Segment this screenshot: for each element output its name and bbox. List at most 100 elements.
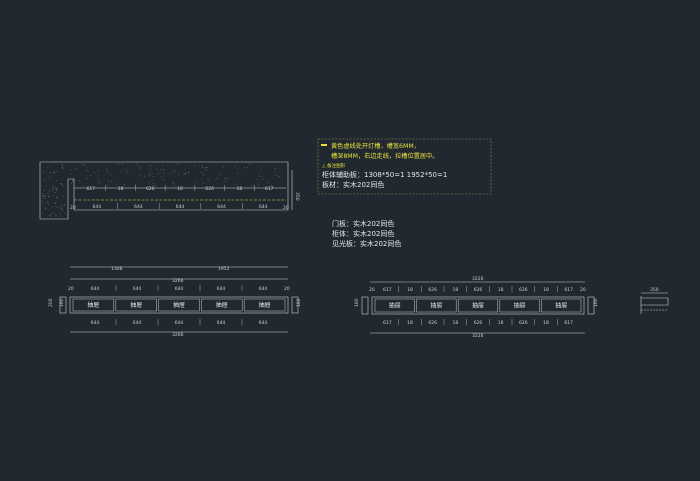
front-left-drawer-label-2: 抽屉 — [173, 301, 185, 309]
speckle — [184, 173, 186, 175]
speckle — [47, 193, 49, 194]
speckle — [234, 166, 236, 168]
speckle — [52, 206, 53, 208]
speckle — [249, 164, 251, 165]
speckle — [148, 174, 150, 176]
speckle — [62, 208, 63, 210]
speckle — [52, 190, 54, 192]
speckle — [125, 172, 127, 174]
top-view-bottom-dim-3: 644 — [217, 204, 226, 210]
speckle — [81, 163, 83, 165]
speckle — [206, 167, 208, 169]
front-left-drawer-1 — [115, 298, 157, 312]
speckle — [83, 185, 84, 187]
speckle — [120, 171, 122, 173]
speckle — [50, 172, 51, 173]
speckle — [196, 181, 198, 183]
speckle — [98, 179, 100, 181]
note-small-label: △ 备注图形 — [322, 162, 346, 169]
speckle — [99, 183, 101, 184]
speckle — [47, 167, 49, 168]
speckle — [86, 178, 88, 179]
speckle — [262, 178, 264, 180]
speckle — [70, 183, 72, 185]
speckle — [53, 172, 54, 174]
speckle — [259, 176, 261, 177]
top-view-top-dim-4: 626 — [205, 186, 214, 192]
speckle — [55, 215, 57, 217]
front-right-left-bracket — [361, 296, 369, 315]
speckle — [56, 197, 58, 198]
material-cabinet: 柜体：实木202同色 — [332, 229, 394, 238]
front-right-outline — [371, 296, 585, 315]
speckle — [222, 166, 224, 168]
front-left-drawer-label-3: 抽屉 — [216, 301, 228, 309]
front-right-upper-dim-7: 18 — [543, 287, 549, 293]
front-right-upper-dim-6: 626 — [519, 287, 528, 293]
note-box-frame — [317, 138, 492, 195]
speckle — [69, 169, 71, 170]
front-right-drawer-2 — [457, 298, 499, 313]
speckle — [106, 184, 108, 186]
front-left-top-dim-2: 1952 — [218, 266, 230, 272]
speckle — [72, 181, 73, 182]
speckle — [63, 185, 65, 187]
speckle — [224, 180, 226, 182]
speckle — [74, 168, 76, 170]
speckle — [207, 177, 209, 179]
speckle — [149, 165, 150, 167]
speckle — [47, 201, 49, 203]
speckle — [84, 164, 86, 166]
top-view — [39, 161, 293, 220]
front-left-drawer-2 — [158, 298, 200, 312]
speckle — [52, 185, 54, 187]
speckle — [54, 187, 56, 188]
speckle — [55, 206, 57, 207]
speckle — [42, 195, 43, 196]
speckle — [55, 203, 56, 204]
speckle — [62, 168, 64, 169]
front-right-lower-dim-1: 18 — [407, 320, 413, 326]
speckle — [159, 169, 161, 170]
front-left-drawer-label-1: 抽屉 — [130, 301, 142, 309]
front-left-drawers: 抽屉抽屉抽屉抽屉抽屉 — [72, 298, 286, 312]
speckle — [151, 173, 153, 175]
speckle — [124, 184, 125, 185]
top-view-top-dim-2: 626 — [146, 186, 155, 192]
material-notes: 门板：实木202同色 柜体：实木202同色 见光板：实木202同色 — [332, 219, 401, 248]
speckle — [44, 195, 46, 197]
speckle — [97, 181, 99, 183]
front-right-lower-dim-4: 626 — [474, 320, 483, 326]
speckle — [53, 195, 54, 196]
speckle — [203, 174, 204, 176]
speckle — [48, 203, 49, 205]
front-right-upper-dim-1: 18 — [407, 287, 413, 293]
front-right-upper-dim-2: 626 — [428, 287, 437, 293]
top-view-bottom-dim-2: 644 — [176, 204, 185, 210]
front-left-upper-dim-1: 644 — [133, 286, 142, 292]
front-left-outline — [69, 296, 289, 314]
speckle — [49, 190, 51, 192]
front-right-lower-dim-5: 18 — [498, 320, 504, 326]
front-right-drawer-label-1: 抽屉 — [430, 302, 442, 310]
speckle — [45, 185, 47, 187]
speckle — [90, 175, 92, 176]
front-right-total-bottom: 3226 — [472, 333, 484, 339]
speckle — [274, 167, 276, 169]
section-profile — [641, 297, 669, 306]
speckle — [163, 168, 164, 170]
speckle — [261, 165, 263, 167]
speckle — [82, 164, 84, 166]
front-left-upper-dim-2: 644 — [175, 286, 184, 292]
front-right-drawer-label-2: 抽屉 — [472, 302, 484, 310]
front-left-height-left: 200 — [48, 298, 54, 307]
front-right-lower-dim-6: 626 — [519, 320, 528, 326]
speckle — [97, 170, 99, 171]
note-line-3: 柜体辅助板：1308*50=1 1952*50=1 — [322, 170, 447, 179]
speckle — [224, 177, 225, 179]
speckle — [258, 184, 259, 186]
speckle — [125, 168, 127, 170]
speckle — [56, 197, 57, 199]
front-left-drawer-3 — [201, 298, 243, 312]
